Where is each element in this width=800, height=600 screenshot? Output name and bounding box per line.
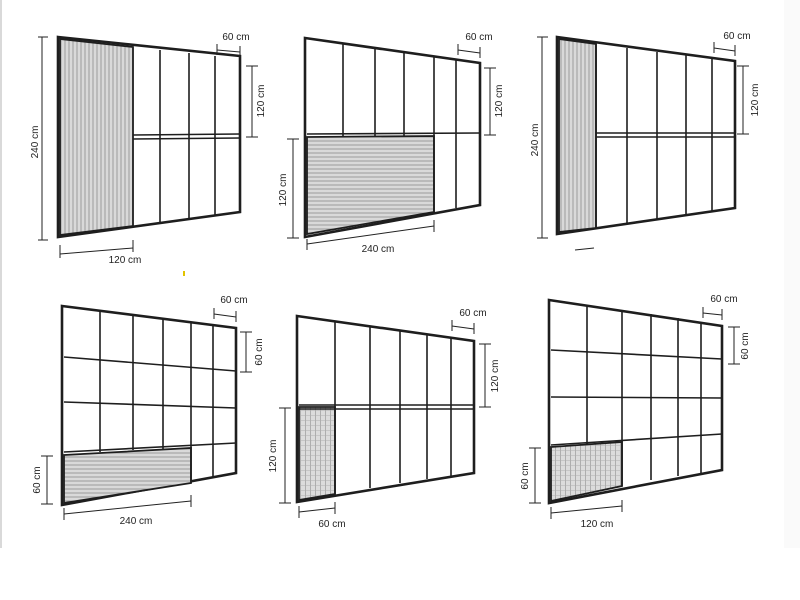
panel-height-label: 120 cm <box>268 440 279 473</box>
module-height-label: 60 cm <box>254 338 265 365</box>
panel-height-label: 120 cm <box>278 174 289 207</box>
module-height-label: 120 cm <box>750 84 761 117</box>
panel-width-label: 120 cm <box>581 519 614 530</box>
module-height-label: 60 cm <box>740 332 751 359</box>
bottom-blank-band <box>0 548 800 600</box>
diagram-3: 240 cm 60 cm 120 cm <box>530 31 761 251</box>
dimension-module-width: 60 cm <box>213 295 248 322</box>
solid-panel <box>306 135 435 236</box>
solid-panel <box>558 37 597 234</box>
height-label: 240 cm <box>530 124 541 157</box>
dimension-module-width: 60 cm <box>713 31 751 56</box>
solid-panel <box>63 447 192 505</box>
dimension-panel-width: 240 cm <box>306 220 435 255</box>
module-width-label: 60 cm <box>723 31 750 42</box>
glass-grid <box>595 44 735 228</box>
dimension-panel-height: 60 cm <box>32 455 53 505</box>
left-edge-rule <box>0 0 2 548</box>
partial-dimension-line <box>574 247 595 251</box>
glass-grid <box>306 44 481 212</box>
dimension-panel-width: 120 cm <box>550 500 623 530</box>
dimension-module-width: 60 cm <box>457 32 493 58</box>
dimension-module-height: 60 cm <box>728 326 751 365</box>
glass-grid <box>63 311 237 483</box>
panel-width-label: 240 cm <box>362 244 395 255</box>
diagram-5: 60 cm 120 cm 120 cm 60 cm <box>268 308 501 530</box>
dimension-panel-width: 240 cm <box>63 495 192 527</box>
solid-panel <box>59 37 134 237</box>
panel-width-label: 120 cm <box>109 255 142 266</box>
module-height-label: 120 cm <box>256 85 267 118</box>
module-height-label: 120 cm <box>494 85 505 118</box>
dimension-module-height: 120 cm <box>484 67 505 136</box>
panel-height-label: 60 cm <box>520 462 531 489</box>
dimension-module-height: 60 cm <box>240 331 265 373</box>
dimension-panel-height: 120 cm <box>278 138 299 239</box>
diagram-2: 60 cm 120 cm 120 cm 240 cm <box>278 32 505 255</box>
module-width-label: 60 cm <box>710 294 737 305</box>
panel-height-label: 60 cm <box>32 466 43 493</box>
dimension-module-height: 120 cm <box>246 65 267 138</box>
solid-panel <box>298 406 336 502</box>
dimension-module-height: 120 cm <box>737 65 761 135</box>
dimension-module-width: 60 cm <box>702 294 738 320</box>
glass-grid <box>299 321 474 494</box>
right-edge-band <box>784 0 800 548</box>
diagram-4: 60 cm 60 cm 60 cm 240 cm <box>32 295 265 527</box>
module-height-label: 120 cm <box>490 360 501 393</box>
stray-mark <box>183 271 185 276</box>
dimension-module-width: 60 cm <box>216 32 250 57</box>
dimension-module-height: 120 cm <box>479 343 501 408</box>
dimension-height: 240 cm <box>30 36 48 241</box>
panel-width-label: 60 cm <box>318 519 345 530</box>
dimension-panel-height: 120 cm <box>268 407 291 504</box>
module-width-label: 60 cm <box>465 32 492 43</box>
wall-frame <box>555 35 737 236</box>
dimension-height: 240 cm <box>530 36 548 239</box>
module-width-label: 60 cm <box>220 295 247 306</box>
dimension-panel-width: 120 cm <box>59 240 142 266</box>
dimension-panel-height: 60 cm <box>520 447 541 504</box>
diagram-6: 60 cm 60 cm 60 cm 120 cm <box>520 294 751 530</box>
height-label: 240 cm <box>30 126 41 159</box>
module-width-label: 60 cm <box>459 308 486 319</box>
glass-grid <box>550 305 723 486</box>
dimension-module-width: 60 cm <box>451 308 487 334</box>
dimension-panel-width: 60 cm <box>298 502 346 530</box>
module-width-label: 60 cm <box>222 32 249 43</box>
panel-width-label: 240 cm <box>120 516 153 527</box>
diagram-1: 240 cm 120 cm 60 cm 120 cm <box>30 32 267 266</box>
glass-grid <box>132 50 241 222</box>
